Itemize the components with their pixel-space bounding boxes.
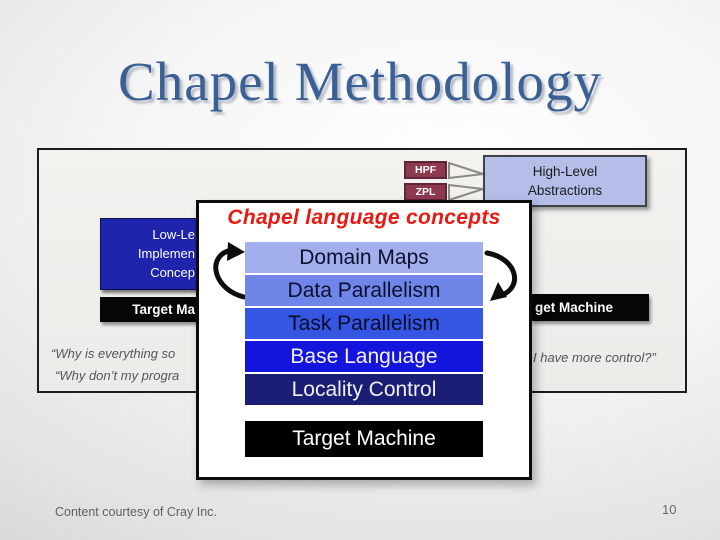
layer-target-machine: Target Machine <box>245 421 483 457</box>
concepts-panel-title: Chapel language concepts <box>227 206 501 229</box>
layer-locality-control: Locality Control <box>245 374 483 405</box>
layer-locality-control-label: Locality Control <box>291 377 437 401</box>
layer-task-parallelism: Task Parallelism <box>245 308 483 339</box>
merge-connector-lines-icon <box>448 162 484 201</box>
low-level-implementation-concepts-box: Low-Le Implemen Concep <box>100 218 198 290</box>
layer-target-machine-label: Target Machine <box>292 427 436 450</box>
zpl-label: ZPL <box>415 186 436 198</box>
chapel-language-concepts-panel: Chapel language concepts Domain Maps Dat… <box>196 200 532 480</box>
layer-base-language: Base Language <box>245 341 483 372</box>
target-machine-right-box: get Machine <box>531 294 649 321</box>
high-level-abstractions-line1: High-Level <box>532 164 598 179</box>
concepts-layer-stack: Domain Maps Data Parallelism Task Parall… <box>245 242 483 407</box>
layer-task-parallelism-label: Task Parallelism <box>288 311 440 335</box>
high-level-abstractions-line2: Abstractions <box>527 183 603 198</box>
footer-credit: Content courtesy of Cray Inc. <box>55 505 217 519</box>
cycle-arrow-right-icon <box>484 250 518 301</box>
low-level-line2: Implemen <box>137 246 195 261</box>
page-title: Chapel Methodology <box>118 51 602 112</box>
layer-data-parallelism-label: Data Parallelism <box>287 278 441 302</box>
quote-why-dont-programs: “Why don’t my progra <box>55 368 180 383</box>
cycle-arrow-left-icon <box>213 242 247 300</box>
hpf-box: HPF <box>404 161 447 179</box>
quote-why-everything: “Why is everything so <box>51 346 176 361</box>
high-level-abstractions-box: High-Level Abstractions <box>483 155 647 207</box>
page-number: 10 <box>662 502 677 517</box>
quote-more-control: I have more control?” <box>533 350 656 365</box>
layer-domain-maps-label: Domain Maps <box>299 245 429 269</box>
low-level-line3: Concep <box>150 265 195 280</box>
target-machine-left-box: Target Ma <box>100 297 198 322</box>
target-machine-left-label: Target Ma <box>132 302 195 317</box>
cycle-arrows-icon <box>213 242 518 301</box>
low-level-line1: Low-Le <box>152 227 195 242</box>
layer-base-language-label: Base Language <box>290 344 438 368</box>
layer-domain-maps: Domain Maps <box>245 242 483 273</box>
layer-data-parallelism: Data Parallelism <box>245 275 483 306</box>
zpl-box: ZPL <box>404 183 447 201</box>
hpf-label: HPF <box>415 164 436 176</box>
target-machine-right-label: get Machine <box>535 300 614 315</box>
